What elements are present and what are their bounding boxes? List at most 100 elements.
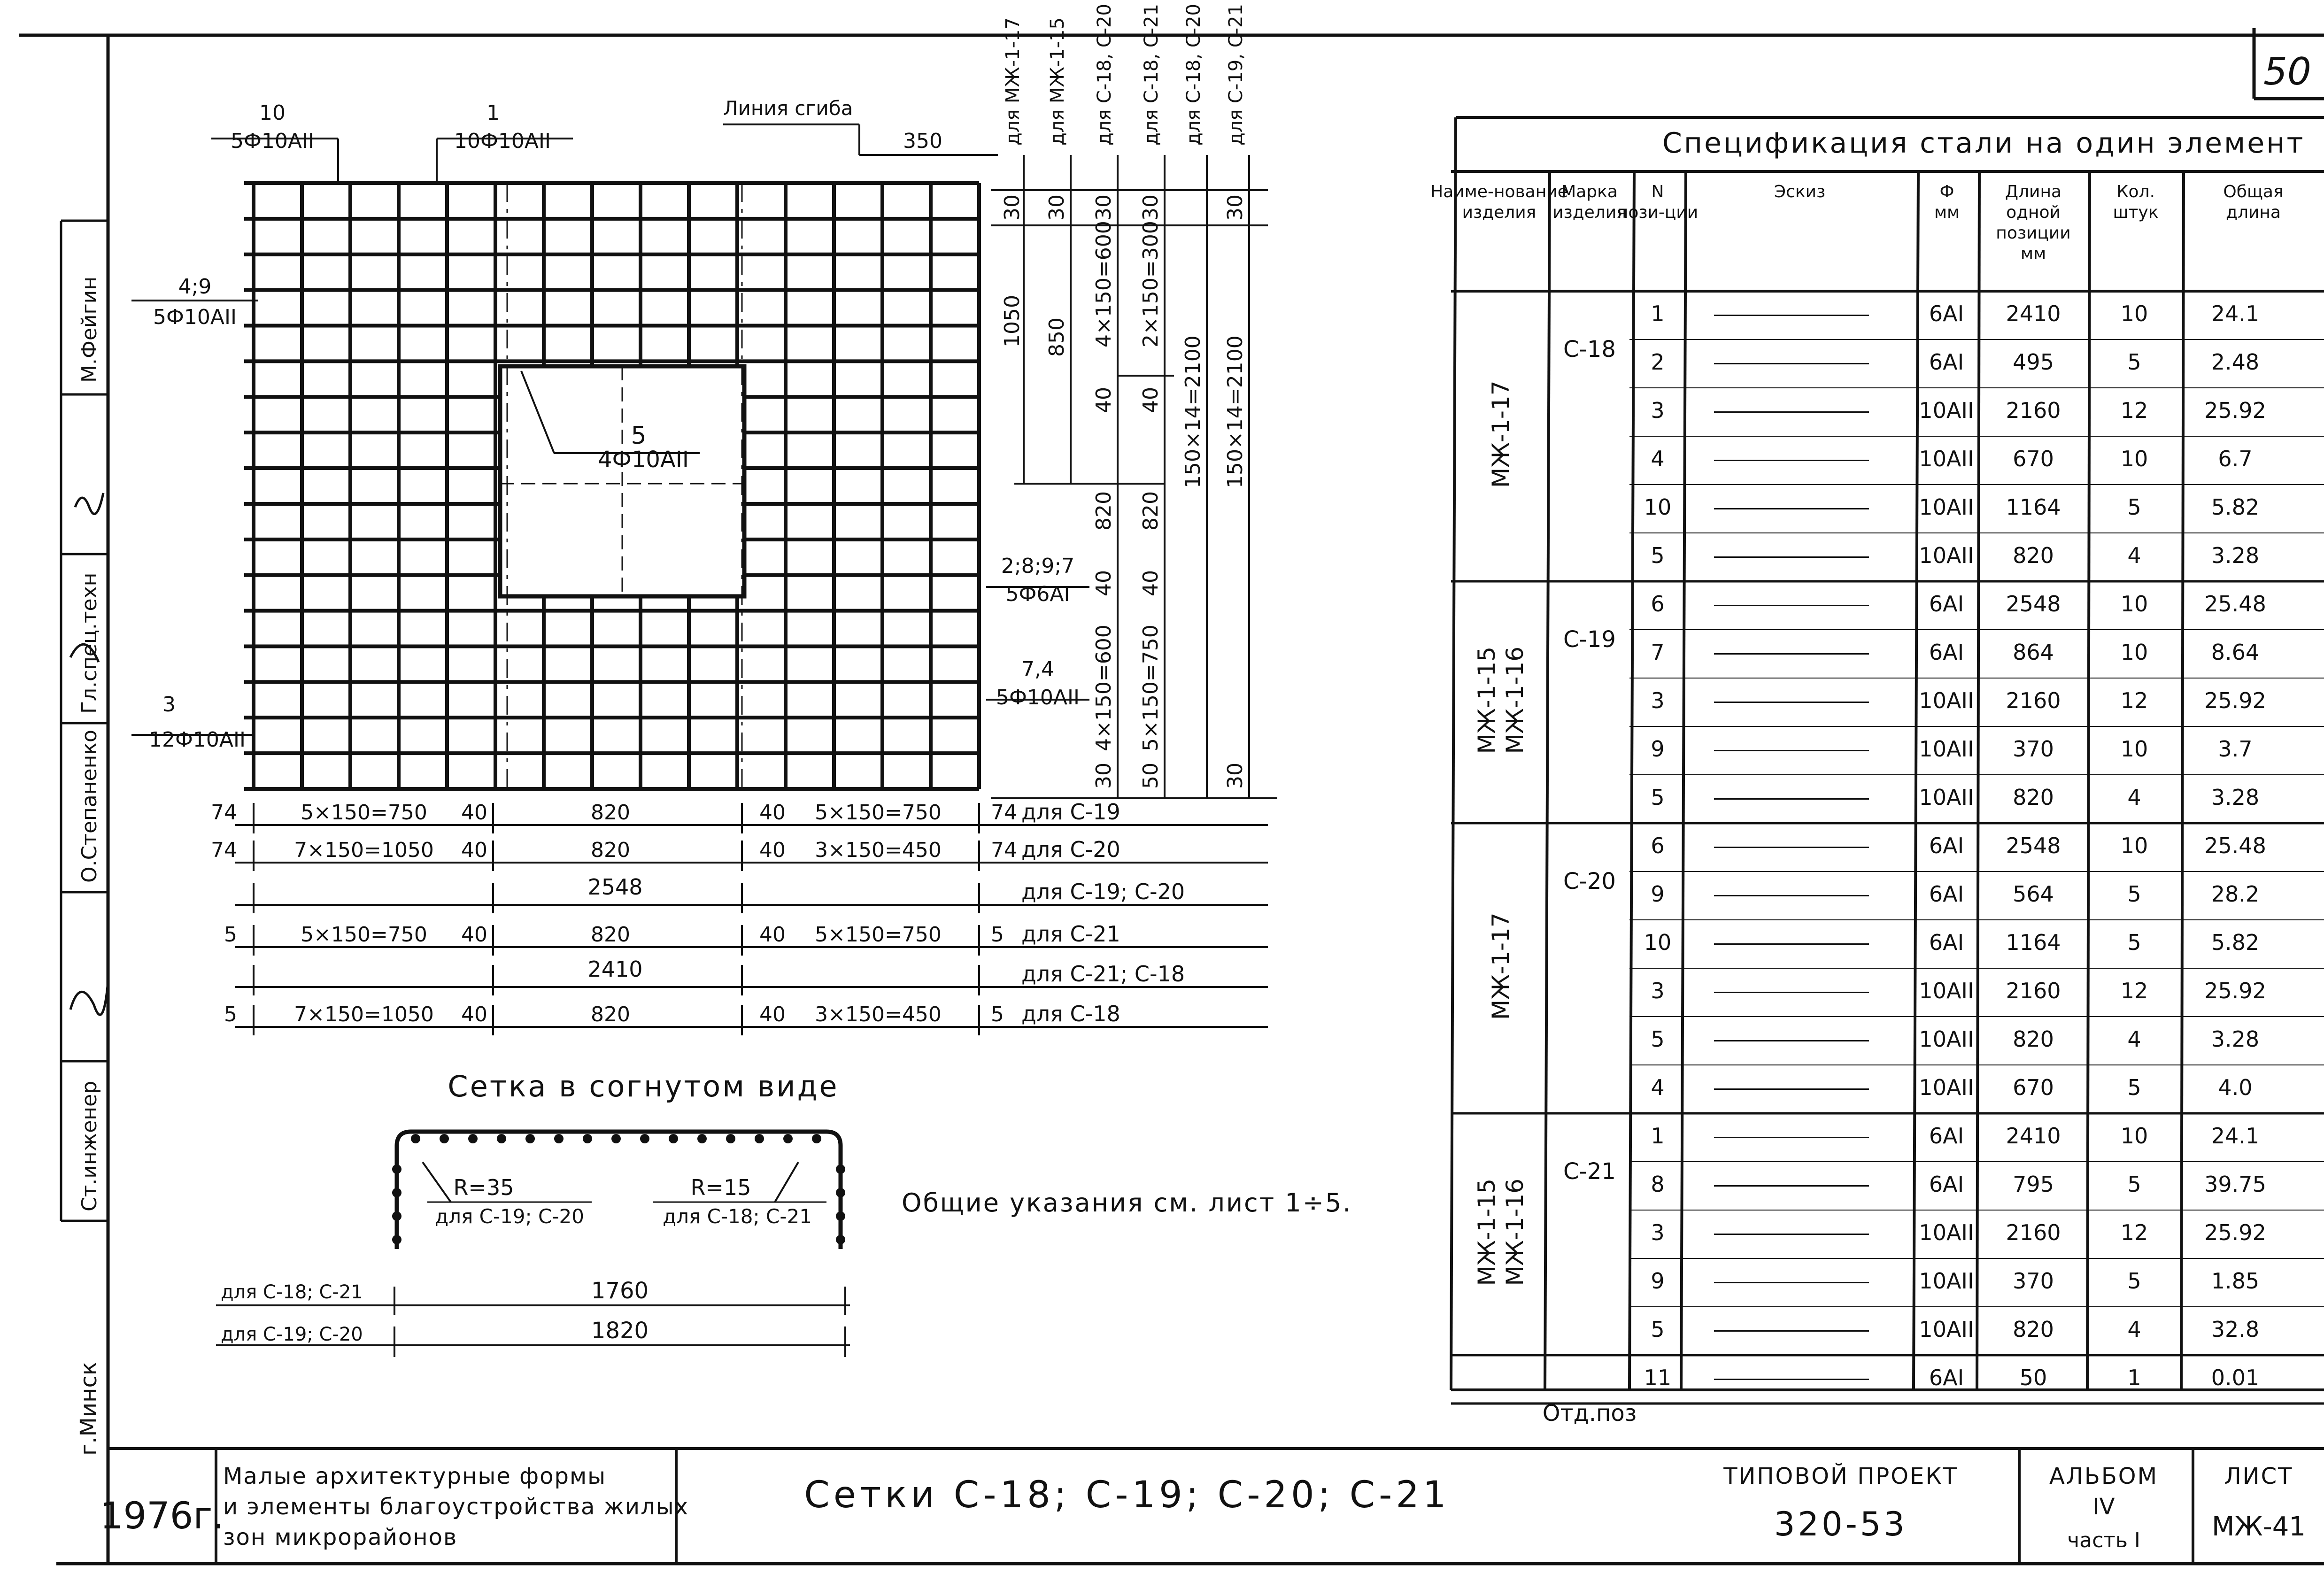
stamp-label: г.Минск [76,1362,102,1456]
spec-header-line: Длина [2005,182,2061,201]
spec-cell: 10АII [1919,1075,1974,1100]
callout-num: 10 [259,101,286,125]
vertical-dim-lines [991,155,1277,799]
spec-cell: 25.48 [2204,591,2266,617]
sheet-number: 50 [2263,50,2311,93]
spec-cell: 2160 [2006,978,2061,1003]
dim-part: 40 [461,923,487,947]
spec-header-line: мм [2021,244,2046,263]
dim-part: 5×150=750 [301,801,427,825]
vertical-dim: 1050 [1000,295,1024,347]
spec-mark: С-19 [1563,626,1616,653]
rebar-dot [812,1134,821,1143]
dim-row-label: для С-21; С-18 [1021,961,1185,987]
spec-cell: 12 [2121,398,2148,423]
rebar-dot [392,1211,401,1221]
signature-marks [69,493,109,1016]
spec-cell: 6АI [1929,930,1964,955]
spec-cell: 6АI [1929,1172,1964,1197]
spec-cell: 9 [1651,881,1664,907]
callout-spec: 5Ф10АII [231,129,314,153]
vertical-dim: 850 [1045,317,1069,357]
vertical-dim: 30 [1223,763,1247,789]
callout-num: 7,4 [1021,657,1054,681]
spec-mark: С-18 [1563,336,1616,362]
spec-cell: 370 [2013,1268,2054,1294]
spec-mark: С-20 [1563,868,1616,895]
vertical-dim: 50 [1139,763,1163,789]
vertical-dim: 30 [1223,194,1247,221]
spec-cell: 10 [2121,833,2148,858]
vertical-dim: 40 [1139,387,1163,413]
spec-cell: 5 [2127,1075,2141,1100]
vertical-dim: 40 [1092,387,1116,413]
rebar-dot [697,1134,707,1143]
spec-cell: 2548 [2006,833,2061,858]
dim-part: 820 [591,838,630,862]
callout-num: 3 [162,693,176,717]
dim-row-label: для С-20 [1021,837,1120,862]
rebar-dot [669,1134,678,1143]
spec-cell: 2410 [2006,1123,2061,1149]
radius-leader [774,1161,799,1203]
dim-part: 820 [591,1003,630,1026]
dim-row-label: для С-19 [1021,799,1120,825]
spec-cell: 25.92 [2204,1220,2266,1245]
vertical-dim: 40 [1092,570,1116,596]
spec-cell: 5 [2127,494,2141,520]
callout-num: 2;8;9;7 [1001,554,1074,578]
spec-cell: 6АI [1929,591,1964,617]
spec-cell: 39.75 [2204,1172,2266,1197]
bent-radius: R=35 [453,1175,514,1200]
spec-cell: 864 [2013,640,2054,665]
spec-cell: 10АII [1919,785,1974,810]
spec-cell: 2160 [2006,688,2061,713]
dim-end: 74 [211,838,237,862]
bend-line-label: Линия сгиба [723,97,853,120]
bent-rebar-dots [392,1134,845,1244]
general-note: Общие указания см. лист 1÷5. [902,1188,1352,1218]
spec-header-line: изделия [1462,203,1536,222]
rebar-dot [836,1235,845,1244]
rebar-dot [640,1134,649,1143]
dim-end: 74 [991,838,1017,862]
dim-part: 820 [591,801,630,825]
spec-cell: 1164 [2006,494,2061,520]
rebar-dot [836,1188,845,1197]
spec-product: МЖ-1-17 [1487,380,1514,488]
spec-table-title: Спецификация стали на один элемент [1662,127,2305,160]
spec-cell: 10АII [1919,446,1974,471]
spec-cell: 564 [2013,881,2054,907]
spec-cell: 3 [1651,398,1664,423]
spec-cell: 820 [2013,1317,2054,1342]
title-sheet-label: ЛИСТ [2224,1463,2293,1489]
spec-cell: 12 [2121,1220,2148,1245]
spec-cell: 495 [2013,349,2054,375]
spec-cell: 10АII [1919,978,1974,1003]
rebar-dot [392,1235,401,1244]
title-project-code: 320-53 [1774,1505,1907,1543]
spec-cell: 50 [2020,1365,2047,1390]
spec-cell: 4 [2127,1317,2141,1342]
spec-product: МЖ-1-15 [1473,1179,1500,1286]
spec-cell: 25.92 [2204,398,2266,423]
spec-cell: 4 [1651,1075,1664,1100]
spec-header-line: изделия [1552,203,1627,222]
spec-header-line: позиции [1996,224,2070,243]
title-sheet-code: МЖ-41 [2212,1512,2306,1542]
dim-end: 5 [224,1003,237,1026]
vertical-dim: 820 [1092,491,1116,531]
spec-cell: 10 [2121,640,2148,665]
spec-cell: 2160 [2006,398,2061,423]
spec-cell: 9 [1651,736,1664,762]
vertical-dim: 30 [1139,194,1163,221]
spec-header-line: пози-ции [1617,203,1698,222]
spec-cell: 4.0 [2218,1075,2252,1100]
spec-product: МЖ-1-16 [1501,1179,1529,1286]
rebar-dot [392,1165,401,1174]
